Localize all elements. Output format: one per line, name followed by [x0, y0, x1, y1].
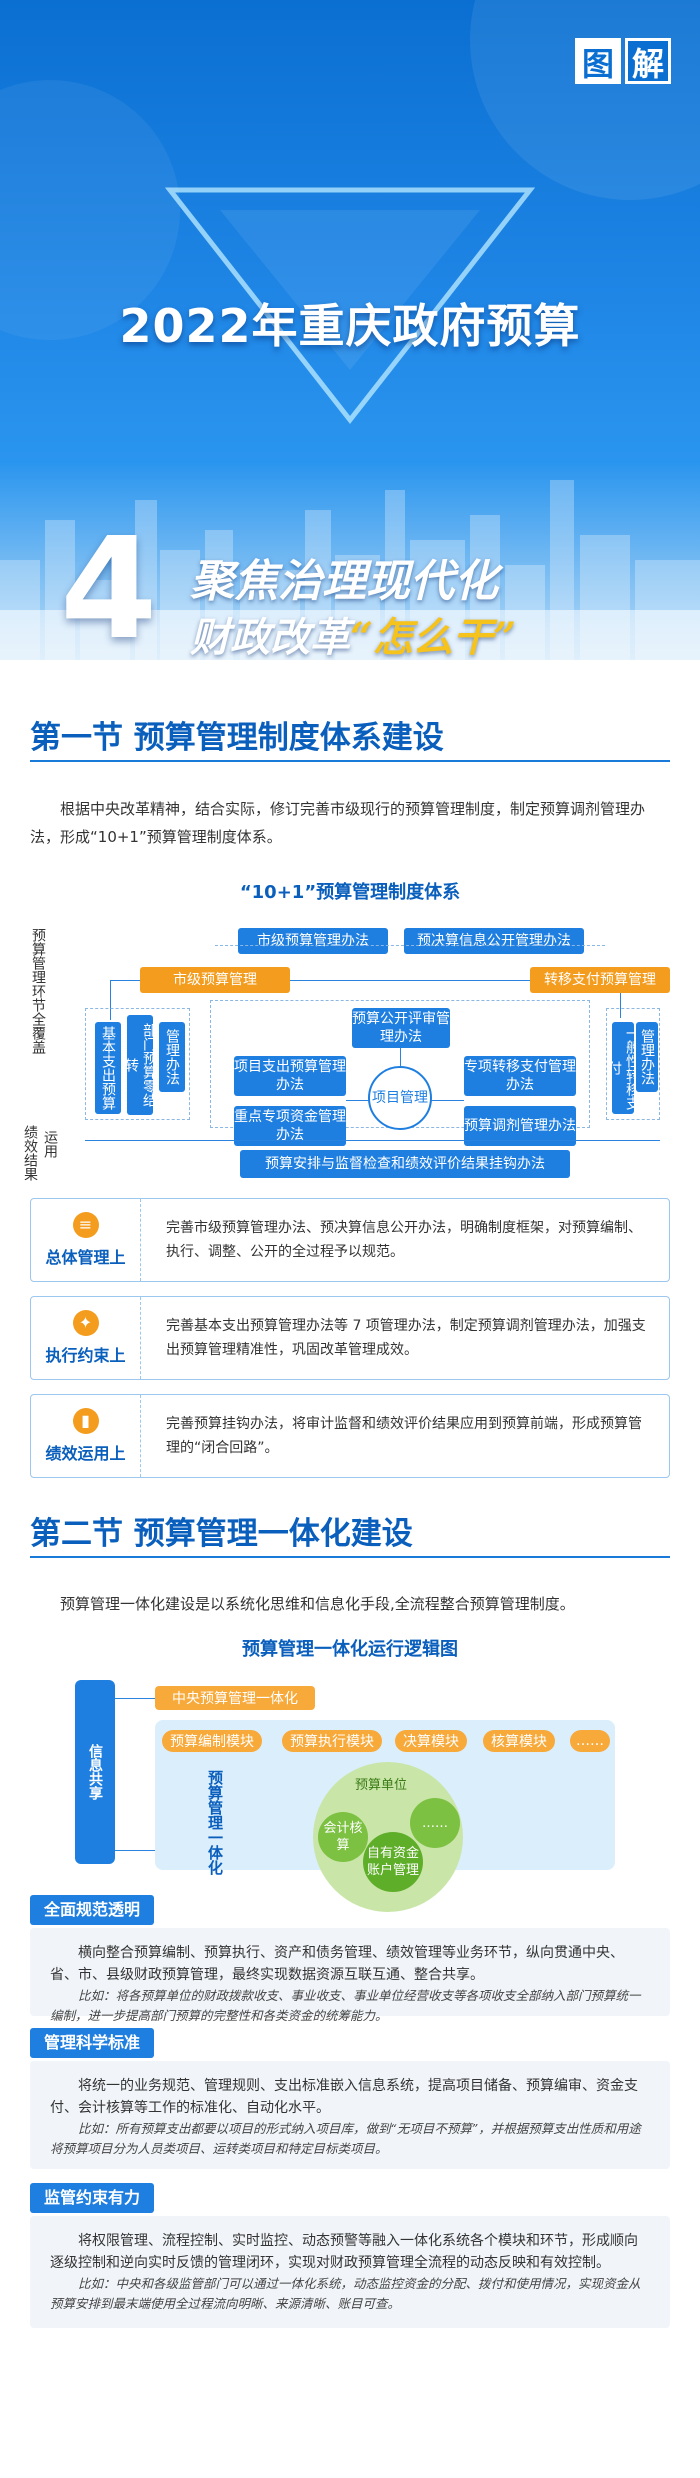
project-mgmt-circle: 项目管理 — [368, 1066, 432, 1130]
dashed-group-left — [85, 1008, 190, 1120]
card-label: 总体管理上 — [45, 1248, 126, 1267]
box-city-budget-mgmt: 市级预算管理 — [140, 967, 290, 993]
integration-label: 预算管理一体化 — [206, 1770, 224, 1875]
box-budget-adjust: 预算调剂管理办法 — [464, 1106, 576, 1146]
section1-diagram-title: “10+1”预算管理制度体系 — [239, 882, 461, 903]
module-more: …… — [570, 1730, 610, 1752]
card-execution: ✦ 执行约束上 完善基本支出预算管理办法等 7 项管理办法，制定预算调剂管理办法，… — [30, 1296, 670, 1380]
section2-diagram-title: 预算管理一体化运行逻辑图 — [242, 1639, 458, 1660]
box-dept-budget: 部门预算零结转 — [123, 1015, 157, 1115]
connector-line — [620, 993, 621, 1018]
block-example: 比如：中央和各级监管部门可以通过一体化系统，动态监控资金的分配、拨付和使用情况，… — [50, 2276, 641, 2311]
accounting-circle: 会计核算 — [318, 1812, 368, 1862]
connector-line — [140, 980, 660, 981]
badge-char-1: 图 — [575, 38, 621, 84]
slogan-line-2-main: 财政改革 — [190, 614, 350, 660]
box-project-expense: 项目支出预算管理办法 — [234, 1056, 346, 1096]
box-mgmt-method: 管理办法 — [159, 1022, 185, 1092]
document-icon: ≡ — [72, 1212, 99, 1238]
chart-icon: ▮ — [72, 1408, 99, 1434]
box-special-fund: 专项转移支付管理办法 — [464, 1056, 576, 1096]
module-budget-prep: 预算编制模块 — [162, 1730, 262, 1752]
connector-line — [110, 980, 111, 1020]
slogan-line-2: 财政改革“怎么干” — [190, 605, 516, 660]
module-final-account: 决算模块 — [395, 1730, 467, 1752]
card-text: 完善预算挂钩办法，将审计监督和绩效评价结果应用到预算前端，形成预算管理的“闭合回… — [166, 1416, 642, 1456]
slogan-line-1: 聚焦治理现代化 — [190, 556, 498, 607]
gear-icon: ✦ — [72, 1310, 99, 1336]
box-linkage: 预算安排与监督检查和绩效评价结果挂钩办法 — [240, 1150, 570, 1178]
block-text: 横向整合预算编制、预算执行、资产和债务管理、绩效管理等业务环节，纵向贯通中央、省… — [50, 1945, 624, 1983]
block-standard-transparent: 横向整合预算编制、预算执行、资产和债务管理、绩效管理等业务环节，纵向贯通中央、省… — [30, 1928, 670, 2023]
module-accounting: 核算模块 — [483, 1730, 555, 1752]
card-label: 执行约束上 — [45, 1346, 126, 1365]
card-performance: ▮ 绩效运用上 完善预算挂钩办法，将审计监督和绩效评价结果应用到预算前端，形成预算… — [30, 1394, 670, 1478]
connector-line — [400, 1048, 401, 1068]
connector-line — [115, 1698, 155, 1699]
block-example: 比如：所有预算支出都要以项目的形式纳入项目库，做到“无项目不预算”，并根据预算支… — [50, 2121, 641, 2156]
connector-line — [110, 980, 140, 981]
side-label-coverage: 预算管理环节全覆盖 — [30, 928, 46, 1054]
section2-title: 第二节 预算管理一体化建设 — [30, 1516, 413, 1552]
tag-supervision: 监管约束有力 — [30, 2183, 155, 2213]
block-text: 将统一的业务规范、管理规则、支出标准嵌入信息系统，提高项目储备、预算编审、资金支… — [50, 2078, 638, 2116]
triangle-decor — [164, 187, 536, 425]
tujie-badge: 图 解 — [575, 38, 671, 84]
box-city-budget-method: 市级预算管理办法 — [238, 928, 388, 954]
card-overall: ≡ 总体管理上 完善市级预算管理办法、预决算信息公开办法，明确制度框架，对预算编制… — [30, 1198, 670, 1282]
info-share-bar: 信息共享 — [75, 1680, 115, 1864]
city-skyline-image — [0, 480, 700, 660]
dashed-group-right — [606, 1008, 660, 1120]
badge-char-2: 解 — [625, 38, 671, 84]
box-mgmt-method-2: 管理办法 — [636, 1022, 658, 1092]
section1-intro: 根据中央改革精神，结合实际，修订完善市级现行的预算管理制度，制定预算调剂管理办法… — [30, 800, 646, 846]
module-budget-exec: 预算执行模块 — [282, 1730, 382, 1752]
info-share-label: 信息共享 — [87, 1744, 103, 1800]
connector-line — [85, 1140, 660, 1141]
tag-standard-transparent: 全面规范透明 — [30, 1895, 155, 1925]
slogan-line-2-highlight: “怎么干” — [350, 614, 517, 660]
box-transfer-mgmt: 转移支付预算管理 — [530, 967, 670, 993]
side-label-use: 运用 — [42, 1130, 58, 1158]
card-text: 完善市级预算管理办法、预决算信息公开办法，明确制度框架，对预算编制、执行、调整、… — [166, 1220, 642, 1260]
dashed-connector — [215, 945, 605, 946]
section1-title: 第一节 预算管理制度体系建设 — [30, 720, 444, 756]
central-integration-label: 中央预算管理一体化 — [155, 1686, 315, 1710]
page-title: 2022年重庆政府预算 — [119, 299, 581, 353]
tag-scientific-standard: 管理科学标准 — [30, 2028, 155, 2058]
connector-line — [115, 1850, 155, 1851]
card-text: 完善基本支出预算管理办法等 7 项管理办法，制定预算调剂管理办法，加强支出预算管… — [166, 1318, 646, 1358]
block-scientific-standard: 将统一的业务规范、管理规则、支出标准嵌入信息系统，提高项目储备、预算编审、资金支… — [30, 2061, 670, 2169]
box-key-special: 重点专项资金管理办法 — [234, 1106, 346, 1146]
block-example: 比如：将各预算单位的财政拨款收支、事业收支、事业单位经营收支等各项收支全部纳入部… — [50, 1988, 641, 2023]
box-final-info-public: 预决算信息公开管理办法 — [404, 928, 584, 954]
section2-intro: 预算管理一体化建设是以系统化思维和信息化手段,全流程整合预算管理制度。 — [60, 1595, 575, 1613]
unit-label: 预算单位 — [355, 1778, 408, 1793]
hero-banner: 图 解 2022年重庆政府预算 4 聚焦治理现代化 财政改革“怎么干” — [0, 0, 700, 660]
block-text: 将权限管理、流程控制、实时监控、动态预警等融入一体化系统各个模块和环节，形成顺向… — [50, 2233, 638, 2271]
account-mgmt-circle: 自有资金账户管理 — [363, 1832, 423, 1892]
section2-divider — [30, 1556, 670, 1558]
box-basic-expense: 基本支出预算 — [95, 1022, 121, 1114]
more-circle: …… — [410, 1798, 460, 1848]
card-label: 绩效运用上 — [45, 1444, 126, 1463]
section1-divider — [30, 760, 670, 762]
box-public-review: 预算公开评审管理办法 — [352, 1008, 450, 1048]
side-label-result: 绩效结果 — [22, 1125, 38, 1181]
box-general-transfer: 一般性转移支付 — [606, 1022, 640, 1114]
block-supervision: 将权限管理、流程控制、实时监控、动态预警等融入一体化系统各个模块和环节，形成顺向… — [30, 2216, 670, 2328]
big-number: 4 — [60, 508, 158, 660]
